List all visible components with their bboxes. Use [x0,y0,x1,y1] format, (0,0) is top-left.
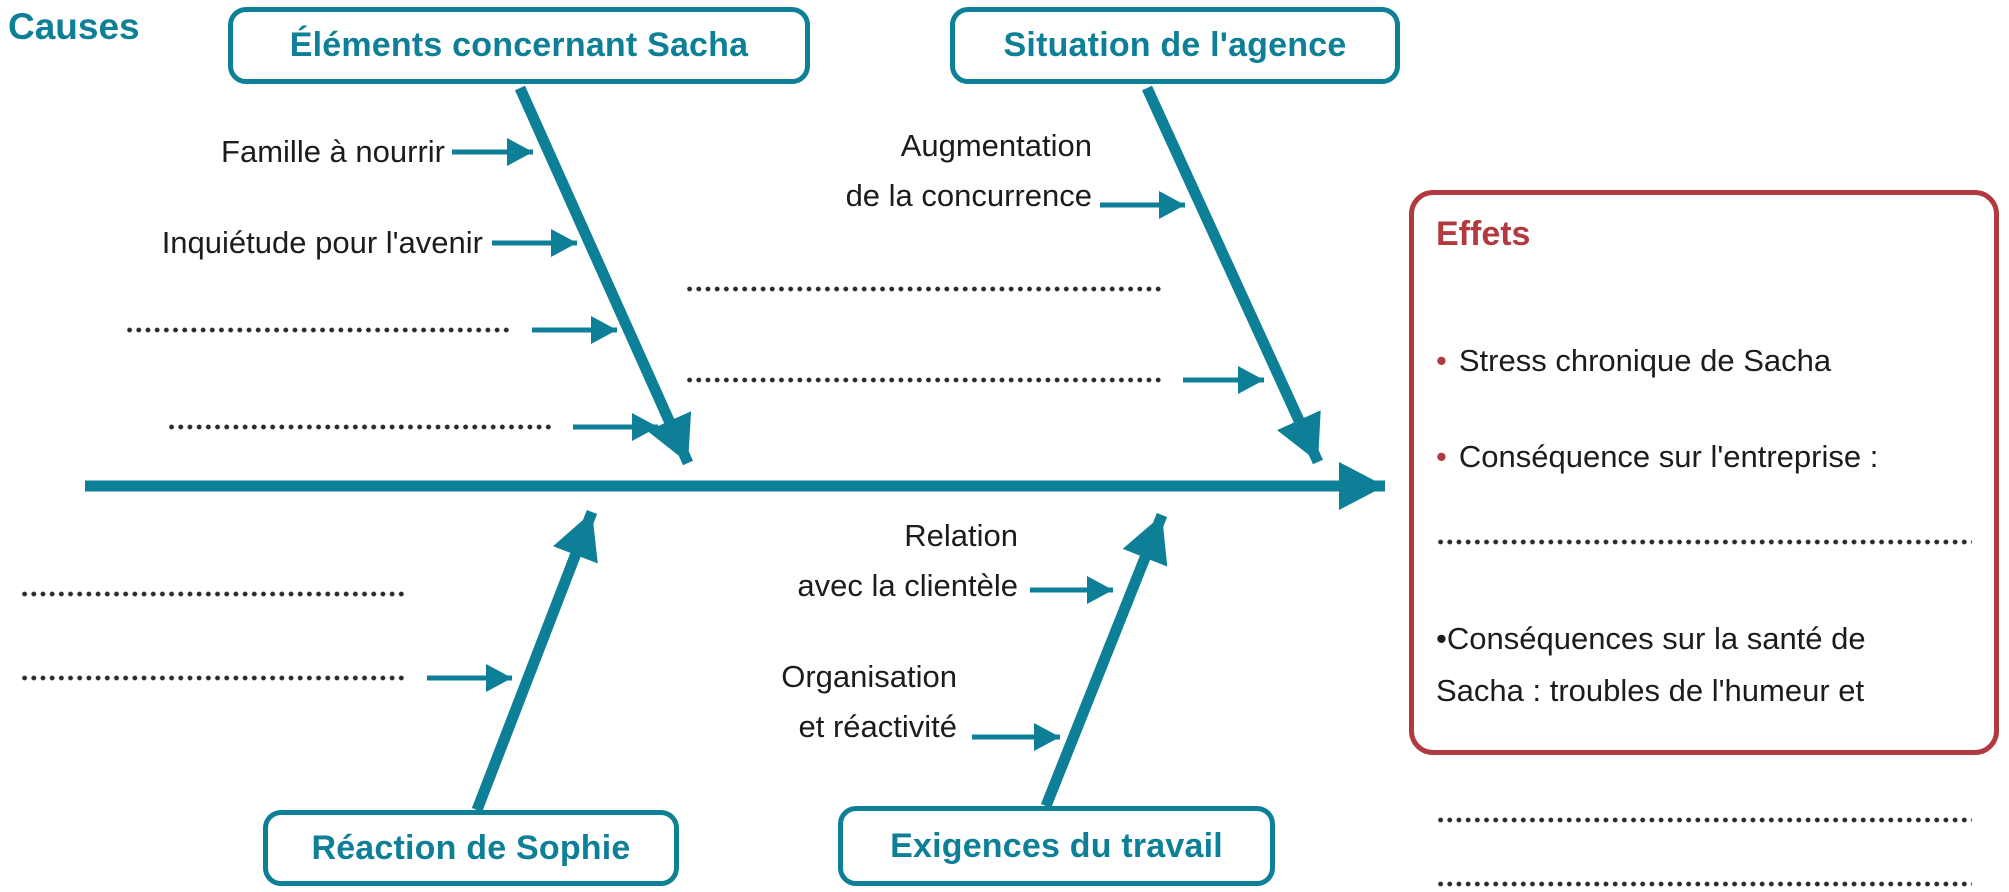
effects-list: • Stress chronique de Sacha • Conséquence … [1436,289,1972,481]
branch-arrow-reaction-sophie [471,510,598,812]
category-box-label: Situation de l'agence [1003,26,1347,64]
dotted-blank-line [167,424,555,430]
cause-label-relation: Relation avec la clientèle [797,518,1018,603]
effect-item-text: Conséquence sur l'entreprise : [1458,439,1879,474]
dotted-blank-line [1436,817,1972,823]
category-box-label: Réaction de Sophie [311,828,631,867]
effect-item: •Conséquences sur la santé de Sacha : tr… [1436,561,1972,717]
category-box-exigences-travail: Exigences du travail [838,806,1275,886]
effect-item: • Stress chronique de Sacha [1436,289,1972,385]
branch-arrow-situation-agence [1141,85,1324,465]
effect-item-text: Stress chronique de Sacha [1458,343,1832,378]
bullet-dot: • [1436,621,1447,656]
category-box-label: Exigences du travail [890,826,1223,865]
category-box-reaction-sophie: Réaction de Sophie [263,810,679,886]
bullet-dot: • [1436,343,1447,378]
bullet-dot: • [1436,439,1447,474]
dotted-blank-line [685,286,1162,292]
dotted-blank-line [20,675,408,681]
cause-label-augmentation: Augmentation de la concurrence [845,128,1092,213]
effects-title: Effets [1436,215,1531,253]
cause-label-organisation: Organisation et réactivité [781,659,957,744]
causes-title: Causes [8,6,140,47]
category-box-label: Éléments concernant Sacha [289,26,749,64]
dotted-blank-line [1436,881,1972,887]
dotted-blank-line [1436,539,1972,545]
effect-item: • Conséquence sur l'entreprise : [1436,385,1972,481]
effects-box: Effets •Stress chronique de Sacha •Consé… [1409,190,1999,887]
dotted-blank-line [125,327,513,333]
cause-label-inquietude: Inquiétude pour l'avenir [161,225,483,260]
category-box-elements-sacha: Éléments concernant Sacha [228,7,810,84]
effect-item-text: Conséquences sur la santé de Sacha : tro… [1436,621,1866,708]
branch-arrow-exigences-travail [1040,512,1168,809]
branch-arrow-elements-sacha [514,85,694,466]
category-box-situation-agence: Situation de l'agence [950,7,1400,84]
dotted-blank-line [20,591,408,597]
cause-label-famille: Famille à nourrir [221,134,445,169]
dotted-blank-line [685,377,1161,383]
